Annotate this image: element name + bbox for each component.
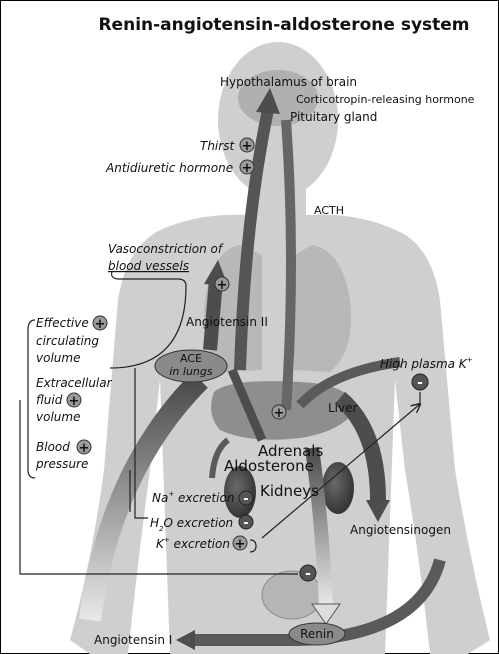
label-renin: Renin bbox=[300, 627, 334, 641]
label-acth: ACTH bbox=[314, 204, 344, 217]
label-na-excretion: Na+ excretion bbox=[152, 490, 234, 505]
svg-text:+: + bbox=[69, 394, 80, 409]
label-circulating: circulating bbox=[36, 334, 99, 348]
label-fluid: fluid bbox=[36, 393, 63, 407]
svg-text:+: + bbox=[79, 441, 90, 456]
label-blood: Blood bbox=[36, 440, 70, 454]
label-pressure: pressure bbox=[35, 457, 88, 471]
label-adh: Antidiuretic hormone bbox=[105, 161, 233, 175]
label-thirst: Thirst bbox=[200, 139, 235, 153]
svg-text:+: + bbox=[95, 317, 106, 332]
label-angiotensin-i: Angiotensin I bbox=[94, 633, 172, 647]
label-extracellular: Extracellular bbox=[36, 376, 113, 390]
label-ace-lungs: in lungs bbox=[169, 365, 213, 378]
right-kidney bbox=[322, 462, 354, 514]
plus-badge-vasoconstriction: + bbox=[215, 277, 229, 293]
diagram-title: Renin-angiotensin-aldosterone system bbox=[98, 15, 469, 35]
label-hypothalamus: Hypothalamus of brain bbox=[220, 75, 357, 89]
label-angiotensinogen: Angiotensinogen bbox=[350, 523, 451, 537]
svg-text:+: + bbox=[217, 278, 228, 293]
label-volume: volume bbox=[36, 351, 80, 365]
label-high-k: High plasma K+ bbox=[380, 356, 473, 371]
label-aldosterone: Aldosterone bbox=[224, 457, 314, 475]
plus-badge-k-excretion: + bbox=[233, 536, 247, 552]
svg-text:-: - bbox=[417, 375, 423, 391]
plus-badge-blood: + bbox=[77, 440, 91, 456]
plus-badge-fluid: + bbox=[67, 393, 81, 409]
svg-text:-: - bbox=[243, 516, 248, 531]
label-volume-2: volume bbox=[36, 410, 80, 424]
svg-text:+: + bbox=[242, 161, 253, 176]
svg-text:+: + bbox=[235, 537, 246, 552]
plus-badge-adh: + bbox=[240, 160, 254, 176]
label-kidneys: Kidneys bbox=[260, 482, 319, 500]
label-angiotensin-ii: Angiotensin II bbox=[186, 315, 268, 329]
plus-badge-liver: + bbox=[272, 405, 286, 421]
label-ace: ACE bbox=[180, 352, 202, 365]
plus-badge-effective: + bbox=[93, 316, 107, 332]
svg-text:+: + bbox=[274, 406, 285, 421]
label-effective: Effective bbox=[36, 316, 89, 330]
label-crh: Corticotropin-releasing hormone bbox=[296, 93, 475, 106]
label-liver: Liver bbox=[328, 401, 358, 415]
svg-text:-: - bbox=[243, 492, 248, 507]
plus-badge-thirst: + bbox=[240, 138, 254, 154]
label-vasoconstriction-2: blood vessels bbox=[108, 259, 189, 273]
svg-text:+: + bbox=[242, 139, 253, 154]
label-pituitary: Pituitary gland bbox=[290, 110, 377, 124]
label-vasoconstriction-1: Vasoconstriction of bbox=[108, 242, 224, 256]
svg-text:-: - bbox=[305, 566, 311, 582]
